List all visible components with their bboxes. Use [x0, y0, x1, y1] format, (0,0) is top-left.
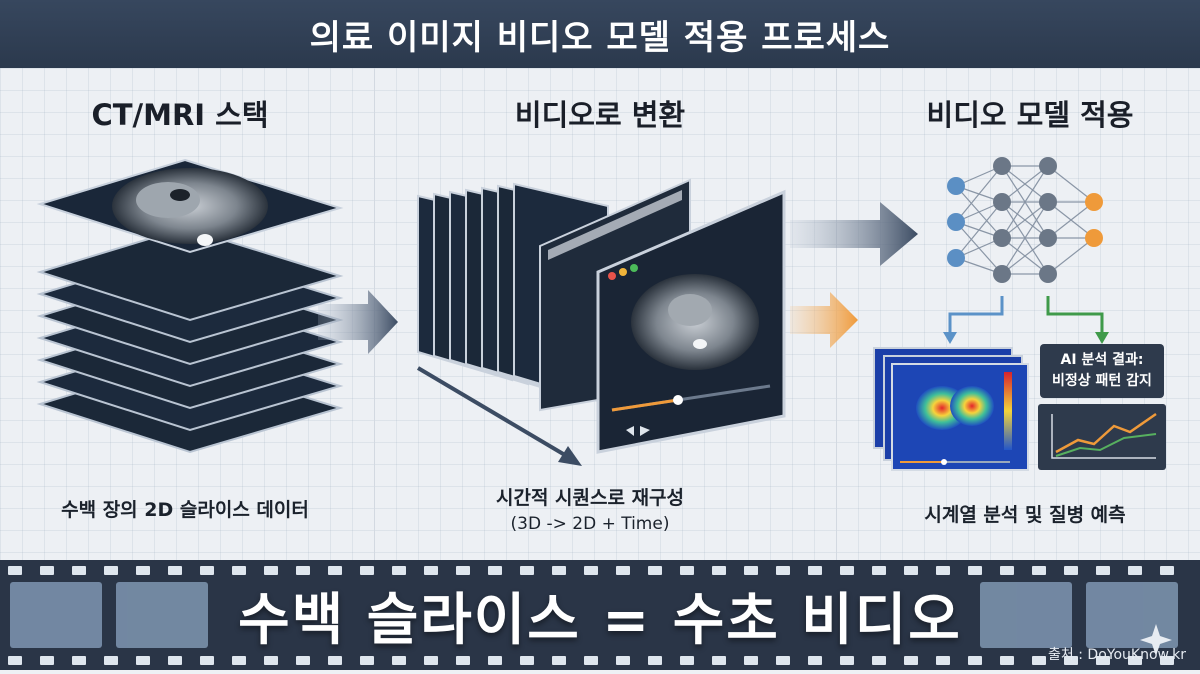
- neural-network-icon: [947, 157, 1103, 283]
- sparkle-icon: [1140, 624, 1172, 656]
- banner-headline: 수백 슬라이스 = 수초 비디오: [238, 587, 962, 653]
- ai-result-line2: 비정상 패턴 감지: [1052, 373, 1152, 389]
- film-strip-decoration: [8, 566, 1178, 665]
- page-title: 의료 이미지 비디오 모델 적용 프로세스: [0, 0, 1200, 68]
- caption-model: 시계열 분석 및 질병 예측: [924, 504, 1126, 526]
- caption-stack: 수백 장의 2D 슬라이스 데이터: [61, 499, 309, 521]
- heatmap-result: [873, 347, 1029, 471]
- diagonal-arrow: [416, 366, 572, 460]
- ai-result-label: AI 분석 결과: 비정상 패턴 감지: [1040, 344, 1164, 398]
- column-title-convert: 비디오로 변환: [514, 98, 686, 132]
- film-strip-banner: [0, 560, 1200, 670]
- caption-convert: 시간적 시퀀스로 재구성: [495, 487, 685, 509]
- process-illustration: [36, 157, 1166, 471]
- arrow-right-icon-upper: [790, 202, 918, 266]
- arrow-right-icon-lower: [790, 292, 858, 348]
- trend-chart-card: [1038, 404, 1166, 470]
- ai-result-line1: AI 분석 결과:: [1060, 352, 1144, 368]
- video-frame-sequence: [417, 178, 786, 454]
- source-credit: 출처 : DoYouKnow.kr: [1048, 647, 1186, 663]
- arrow-right-icon: [318, 290, 398, 354]
- column-title-model: 비디오 모델 적용: [926, 98, 1134, 132]
- column-title-stack: CT/MRI 스택: [91, 98, 269, 132]
- subcaption-convert: (3D -> 2D + Time): [510, 514, 670, 534]
- ct-slice-stack: [36, 158, 344, 454]
